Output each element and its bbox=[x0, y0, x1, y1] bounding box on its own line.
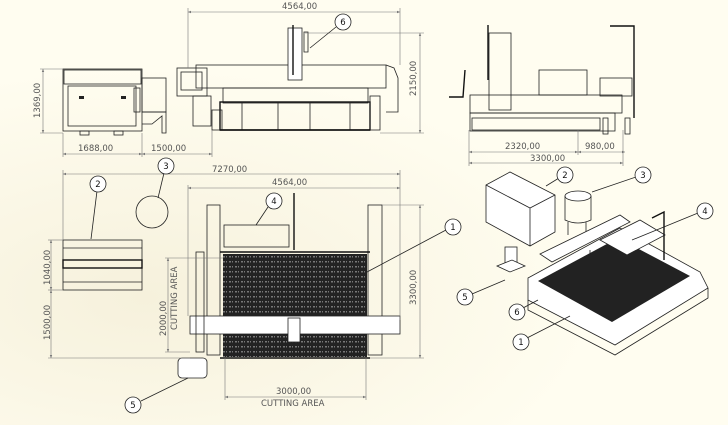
dim-pump-height: 1369,00 bbox=[33, 83, 43, 118]
dim-front-height: 2150,00 bbox=[409, 61, 419, 96]
dim-pump-offset: 1500,00 bbox=[43, 305, 53, 340]
balloon-1-plan: 1 bbox=[450, 223, 455, 233]
balloon-2-plan: 2 bbox=[95, 180, 100, 190]
balloon-4-plan: 4 bbox=[271, 197, 276, 207]
side-dimensions: 2320,00 980,00 3300,00 bbox=[468, 130, 625, 166]
dim-pump-depth: 1040,00 bbox=[43, 250, 53, 285]
dim-pump-width: 1688,00 bbox=[78, 144, 113, 154]
balloon-6-iso: 6 bbox=[514, 308, 519, 318]
balloon-6-front: 6 bbox=[340, 18, 345, 28]
balloon-5-iso: 5 bbox=[462, 293, 467, 303]
balloon-4-iso: 4 bbox=[702, 207, 707, 217]
iso-balloons: 1 2 3 4 5 6 bbox=[456, 166, 714, 351]
dim-front-width: 4564,00 bbox=[282, 2, 317, 12]
dim-cutting-width: 3000,00 bbox=[276, 387, 311, 397]
balloon-1-iso: 1 bbox=[518, 338, 523, 348]
dim-side-total: 3300,00 bbox=[530, 154, 565, 164]
dim-gap: 1500,00 bbox=[151, 144, 186, 154]
balloon-2-iso: 2 bbox=[562, 171, 567, 181]
dim-overall-width: 7270,00 bbox=[212, 165, 247, 175]
cutting-area-label-vertical: CUTTING AREA bbox=[170, 266, 180, 330]
plan-dimensions: 7270,00 4564,00 3300,00 1040,00 1500,00 … bbox=[43, 157, 462, 414]
balloon-3-plan: 3 bbox=[163, 162, 168, 172]
balloon-3-iso: 3 bbox=[640, 171, 645, 181]
pump-unit-front bbox=[62, 68, 167, 136]
machine-isometric bbox=[485, 171, 709, 356]
balloon-5-plan: 5 bbox=[130, 401, 135, 411]
front-dimensions: 4564,00 2150,00 1369,00 1688,00 1500,00 … bbox=[33, 2, 424, 157]
cutting-area-label: CUTTING AREA bbox=[261, 399, 325, 409]
machine-side bbox=[449, 25, 635, 135]
dim-side-b: 980,00 bbox=[585, 142, 615, 152]
dim-side-a: 2320,00 bbox=[505, 142, 540, 152]
dim-cutting-depth: 2000,00 bbox=[159, 301, 169, 336]
machine-front bbox=[176, 25, 399, 131]
dim-machine-depth: 3300,00 bbox=[409, 270, 419, 305]
machine-plan bbox=[62, 193, 401, 379]
dim-machine-width: 4564,00 bbox=[272, 178, 307, 188]
